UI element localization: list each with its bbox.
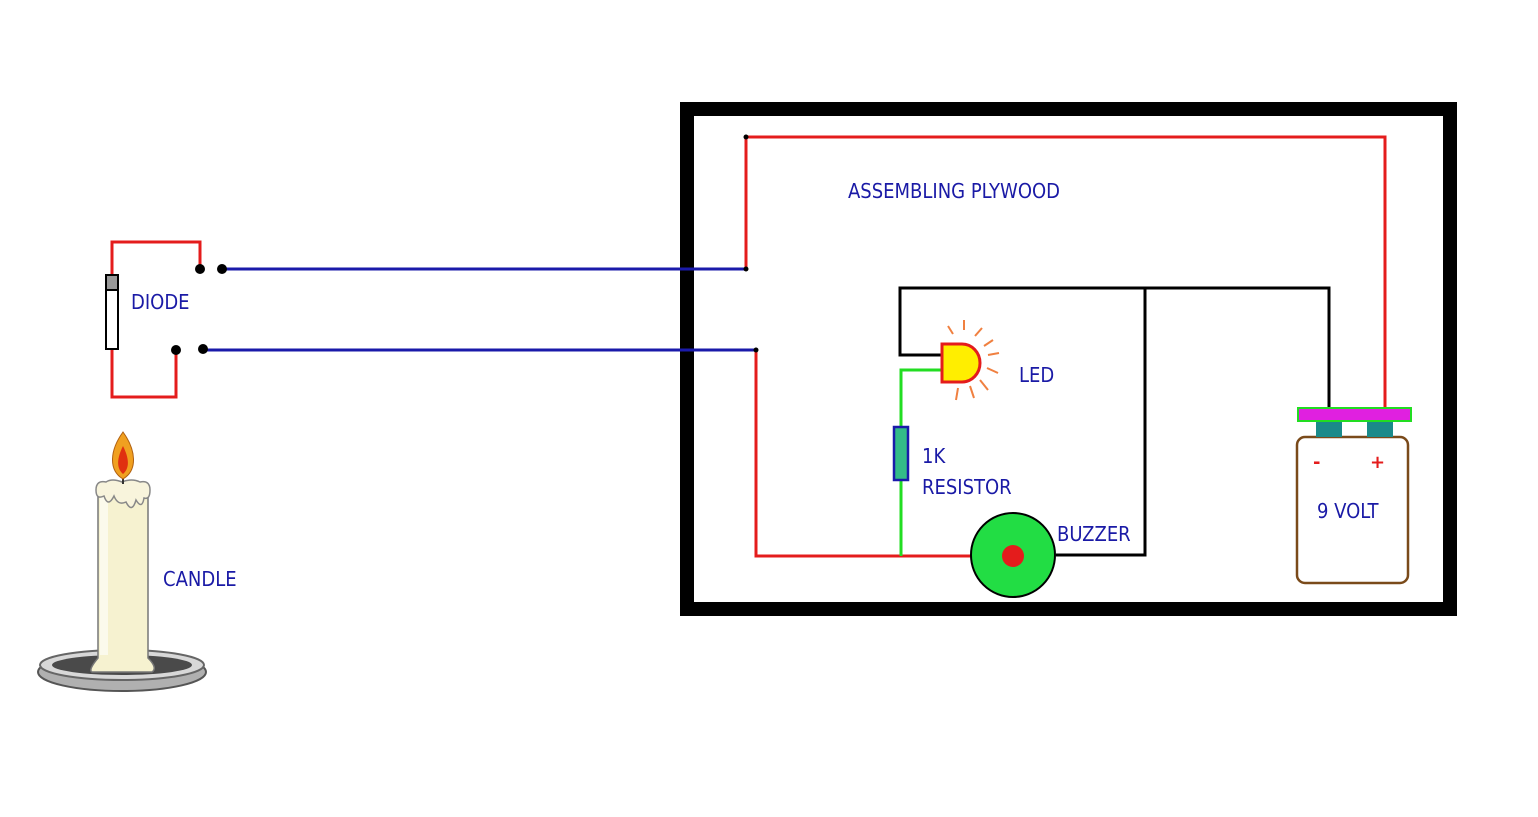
led-label: LED	[1019, 363, 1054, 387]
junction-dot	[195, 264, 205, 274]
resistor-icon	[892, 425, 910, 482]
junction-dot	[753, 347, 759, 353]
black-wire-buzzer	[1056, 288, 1147, 557]
black-wires	[898, 286, 1331, 557]
junction-dot	[743, 266, 749, 272]
junction-dots	[171, 134, 759, 355]
blue-wires	[203, 267, 756, 352]
battery-clip	[1297, 407, 1412, 422]
plywood-board	[680, 102, 1457, 616]
resistor-value-label: 1K	[922, 444, 946, 468]
junction-dot	[743, 134, 749, 140]
red-wire-diode-bottom	[110, 349, 178, 399]
black-wire-led	[898, 286, 1331, 420]
red-wire-diode-top	[110, 240, 202, 276]
red-wire-battery-plus	[744, 135, 1387, 408]
battery-minus-label: -	[1313, 452, 1320, 473]
green-wire	[899, 368, 942, 556]
battery-label: 9 VOLT	[1317, 499, 1380, 523]
plywood-label: ASSEMBLING PLYWOOD	[848, 179, 1060, 203]
buzzer-icon	[970, 512, 1056, 598]
resistor-label: RESISTOR	[922, 475, 1012, 499]
diode-label: DIODE	[131, 290, 190, 314]
battery-plus-label: +	[1370, 452, 1385, 473]
red-wires	[110, 135, 1387, 558]
battery-icon	[1295, 407, 1412, 585]
battery-terminal-minus	[1316, 421, 1342, 437]
buzzer-label: BUZZER	[1057, 522, 1131, 546]
junction-dot	[198, 344, 208, 354]
junction-dot	[171, 345, 181, 355]
junction-dot	[217, 264, 227, 274]
battery-terminal-plus	[1367, 421, 1393, 437]
led-icon	[940, 320, 1000, 401]
candle-label: CANDLE	[163, 567, 237, 591]
diode-icon	[105, 274, 119, 350]
candle-icon	[37, 431, 207, 692]
